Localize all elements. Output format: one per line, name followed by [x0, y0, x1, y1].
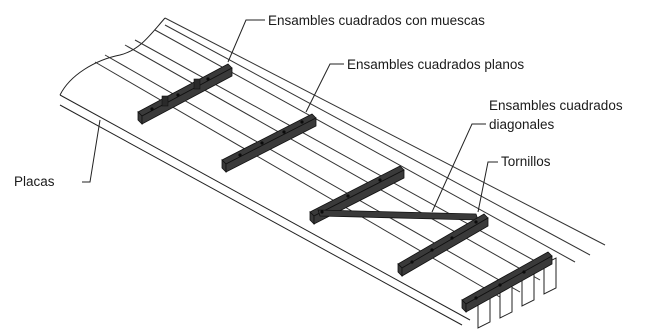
leader-flat — [305, 63, 344, 113]
notched-square-joint-end — [461, 251, 553, 313]
plate-back-edge — [164, 17, 606, 246]
screw-hole — [260, 141, 264, 145]
screw-hole — [474, 296, 478, 300]
screw-hole — [450, 236, 454, 240]
label-diagonal-joints-line1: Ensambles cuadrados — [489, 98, 623, 113]
screw-hole — [346, 194, 350, 198]
plate-front-edge-lower — [59, 104, 463, 326]
label-flat-joints: Ensambles cuadrados planos — [347, 57, 524, 72]
label-diagonal-joints-line2: diagonales — [489, 117, 555, 132]
screw-hole — [300, 120, 304, 124]
leader-diagonal — [431, 123, 486, 213]
screw-hole — [282, 130, 286, 134]
screw-hole — [320, 210, 324, 214]
screw-hole — [410, 260, 414, 264]
plate-seam-4 — [134, 39, 556, 273]
label-notched-joints: Ensambles cuadrados con muescas — [268, 13, 485, 28]
plate-front-edge — [59, 94, 471, 321]
leader-plates — [82, 119, 101, 183]
screw-hole — [150, 107, 154, 111]
screw-hole — [378, 178, 382, 182]
screw-hole — [474, 220, 478, 224]
screw-hole — [176, 93, 180, 97]
diagonal-brace — [317, 209, 479, 221]
plate-seam-2 — [104, 54, 521, 293]
diagonal-square-joint — [309, 165, 489, 277]
leader-screws — [477, 161, 498, 213]
screw-hole — [430, 248, 434, 252]
leader-lines — [82, 19, 498, 213]
label-plates: Placas — [14, 174, 55, 189]
joint-notch — [161, 95, 169, 107]
joint-bar-side — [225, 117, 317, 173]
screw-hole — [522, 270, 526, 274]
label-screws: Tornillos — [501, 154, 551, 169]
plate-torn-edge — [59, 17, 166, 96]
joint-bar-side — [401, 217, 489, 277]
flat-square-joint — [221, 113, 317, 173]
joint-bar-side — [141, 67, 233, 125]
screw-hole — [238, 153, 242, 157]
notched-square-joint — [137, 63, 233, 125]
leader-notched — [227, 19, 265, 63]
screw-hole — [498, 283, 502, 287]
joint-notch — [193, 78, 201, 90]
joint-bar-top — [309, 165, 405, 217]
plate-seam-6 — [164, 24, 591, 256]
screw-hole — [206, 77, 210, 81]
